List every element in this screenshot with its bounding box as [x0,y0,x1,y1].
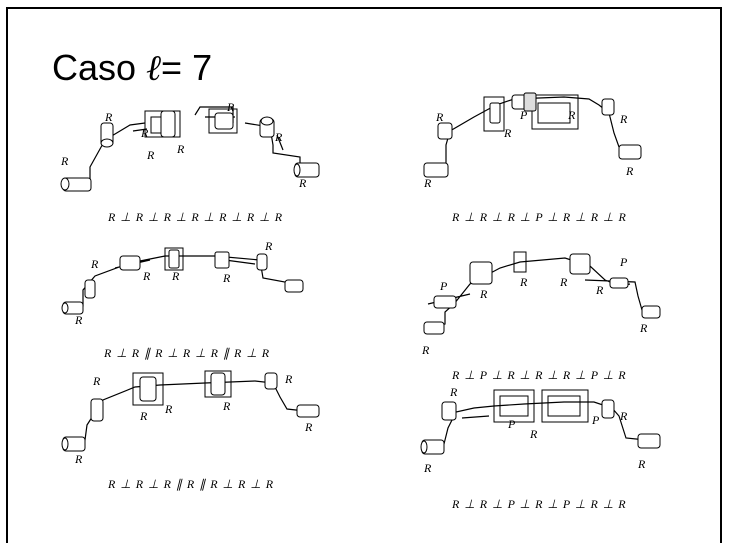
joint-label: R [503,126,512,140]
joint-label: R [74,452,83,466]
joint-label: P [591,413,600,427]
joint-label: R [146,148,155,162]
formula-left-2: R ⊥ R ∥ R ⊥ R ⊥ R ∥ R ⊥ R [104,346,271,360]
joint-label: P [507,417,516,431]
joint-label: R [519,275,528,289]
joint-label: R [176,142,185,156]
title-suffix: = 7 [161,47,213,88]
joint-label: P [519,108,528,122]
joint-label: R [274,130,283,144]
mechanism-diagram-left-2: R R R R R R [61,239,304,327]
joint-label: R [619,112,628,126]
joint-label: R [92,374,101,388]
formula-right-2: R ⊥ P ⊥ R ⊥ R ⊥ R ⊥ P ⊥ R [452,368,627,382]
joint-label: R [423,176,432,190]
joint-label: R [559,275,568,289]
joint-label: R [423,461,432,475]
joint-label: R [639,321,648,335]
mechanism-diagram-left-3: R R R R R R R [61,370,320,466]
joint-label: R [529,427,538,441]
mechanism-diagram-right-2: P R R R R R P R [421,251,661,357]
joint-label: R [284,372,293,386]
joint-label: R [304,420,313,434]
formula-left-3: R ⊥ R ⊥ R ∥ R ∥ R ⊥ R ⊥ R [108,477,275,491]
joint-label: R [222,399,231,413]
formula-left-1: R ⊥ R ⊥ R ⊥ R ⊥ R ⊥ R ⊥ R [108,210,284,224]
joint-label: R [479,287,488,301]
mechanism-diagram-right-3: R R P R P R R [420,385,661,475]
slide-title: Caso ℓ= 7 [52,50,212,87]
joint-label: R [90,257,99,271]
joint-label: R [60,154,69,168]
joint-label: R [264,239,273,253]
joint-label: R [104,110,113,124]
joint-label: R [625,164,634,178]
title-prefix: Caso [52,47,147,88]
slide [6,7,722,543]
mechanism-diagram-left-1: R R R R R R R R [60,100,320,192]
joint-label: R [421,343,430,357]
joint-label: R [595,283,604,297]
joint-label: R [139,409,148,423]
joint-label: R [164,402,173,416]
formula-right-1: R ⊥ R ⊥ R ⊥ P ⊥ R ⊥ R ⊥ R [452,210,627,224]
joint-label: R [171,269,180,283]
joint-label: R [298,176,307,190]
joint-label: R [222,271,231,285]
mechanism-diagram-right-1: R R R P R R R [423,92,642,190]
joint-label: R [619,409,628,423]
joint-label: R [435,110,444,124]
joint-label: R [140,126,149,140]
formula-right-3: R ⊥ R ⊥ P ⊥ R ⊥ P ⊥ R ⊥ R [452,497,627,511]
joint-label: P [439,279,448,293]
joint-label: R [637,457,646,471]
joint-label: R [449,385,458,399]
joint-label: R [142,269,151,283]
joint-label: P [619,255,628,269]
joint-label: R [567,108,576,122]
joint-label: R [74,313,83,327]
joint-label: R [226,100,235,114]
title-ell-symbol: ℓ [146,48,162,89]
